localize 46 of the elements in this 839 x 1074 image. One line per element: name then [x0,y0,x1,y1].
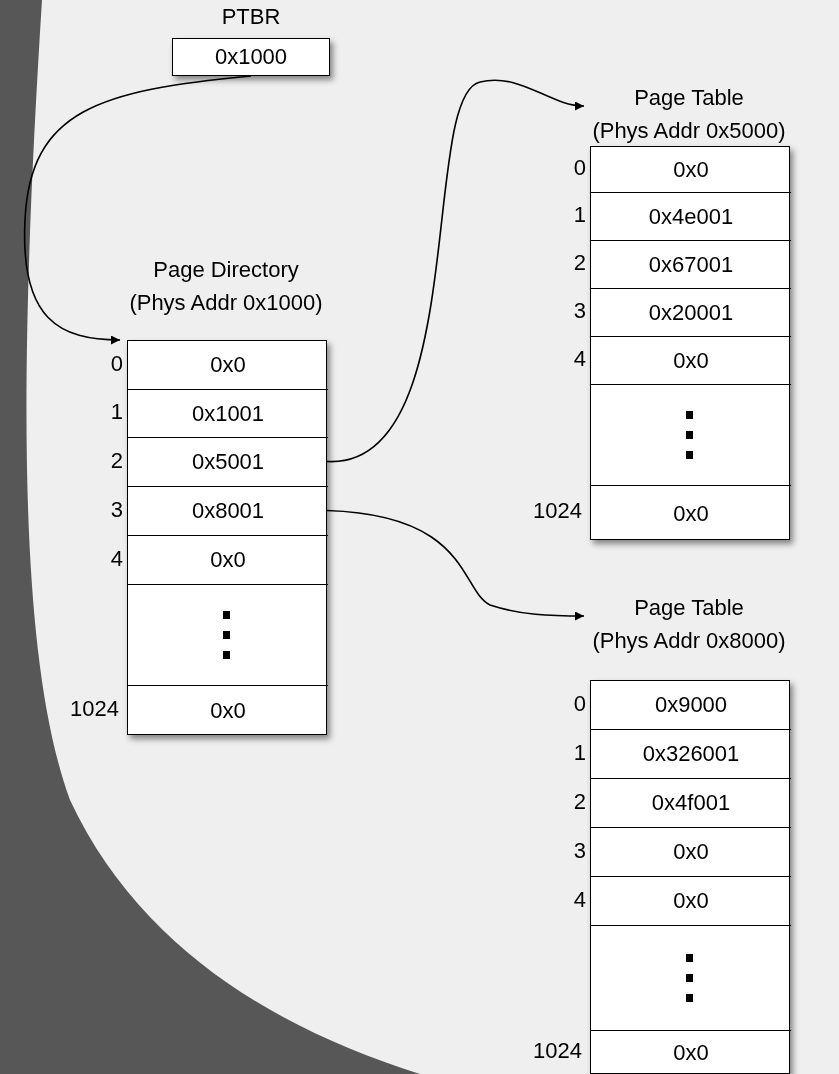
table-heading: Page Table [633,84,745,112]
table-heading: (Phys Addr 0x5000) [591,117,787,145]
table-entry: 0x0 [591,147,791,193]
row-index: 4 [572,346,586,372]
table-entry: 0x4f001 [591,779,791,828]
row-index: 4 [572,886,586,913]
table-entry: 0x0 [591,828,791,877]
row-index: 2 [109,447,123,474]
table-entry: 0x5001 [128,438,328,487]
table-heading: Page Directory [152,256,300,284]
table-entry: 0x8001 [128,487,328,536]
row-index: 4 [109,545,123,572]
table-entry: 0x9000 [591,681,791,730]
table-entry: 0x20001 [591,289,791,337]
table-entry: 0x0 [591,1031,791,1074]
table-entry: 0x0 [128,686,328,736]
row-index: 3 [572,837,586,864]
table-heading: (Phys Addr 0x1000) [128,289,324,317]
row-index: 0 [109,350,123,377]
arrow [326,509,585,621]
table-entry: 0x0 [128,341,328,390]
row-index: 3 [572,298,586,324]
row-index: 1024 [69,696,119,722]
row-index: 1 [572,739,586,766]
row-index: 2 [572,788,586,815]
table-entry: 0x0 [591,337,791,385]
row-index: 1024 [532,498,582,524]
table-heading: (Phys Addr 0x8000) [591,627,787,655]
table-entry: 0x0 [591,877,791,926]
row-index: 1 [109,399,123,425]
row-index: 1024 [532,1038,582,1064]
row-index: 0 [572,155,586,181]
row-index: 3 [109,496,123,523]
row-index: 2 [572,250,586,276]
table-entry: 0x4e001 [591,193,791,241]
table-entry: 0x1001 [128,390,328,438]
table-entry: 0x326001 [591,730,791,779]
table-entry: 0x0 [128,536,328,585]
table-entry: 0x0 [591,486,791,541]
table-heading: Page Table [633,594,745,622]
row-index: 0 [572,690,586,717]
row-index: 1 [572,202,586,228]
table-heading: PTBR [220,3,282,31]
register-box: 0x1000 [172,38,330,76]
arrow [326,79,585,463]
table-entry: 0x67001 [591,241,791,289]
